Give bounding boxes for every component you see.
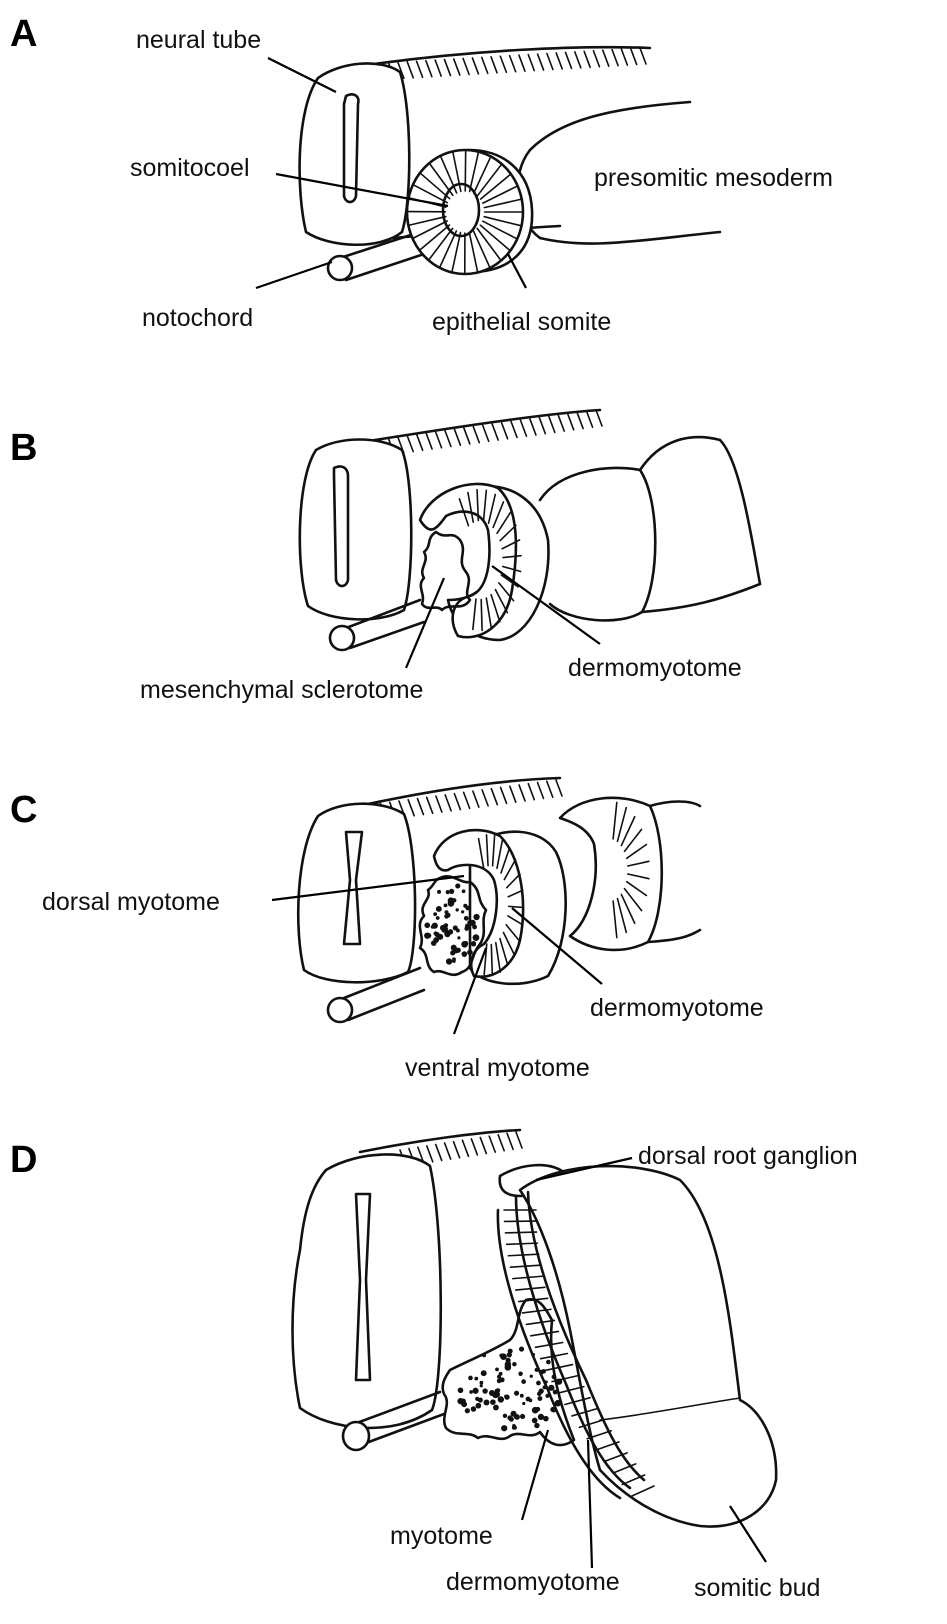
notochord-shape-b — [330, 626, 354, 650]
neural-tube-shape-b — [300, 440, 411, 620]
panel-d-letter: D — [10, 1139, 37, 1181]
panel-a-letter: A — [10, 13, 37, 55]
panel-d: D dorsal root ganglion myotome dermomyot… — [10, 1130, 858, 1602]
label-epithelial-somite: epithelial somite — [432, 308, 611, 336]
neural-tube-shape-a — [300, 63, 410, 244]
label-somitocoel: somitocoel — [130, 154, 250, 182]
label-somitic-bud: somitic bud — [694, 1574, 820, 1602]
label-dermomyotome-d: dermomyotome — [446, 1568, 620, 1596]
notochord-shape-c — [328, 998, 352, 1022]
panel-a: A neural tube somitocoel presomitic meso… — [10, 13, 833, 336]
label-dorsal-root-ganglion: dorsal root ganglion — [638, 1142, 858, 1170]
next-somite-shape-c — [560, 798, 662, 950]
panel-c-letter: C — [10, 789, 37, 831]
notochord-shape-d — [343, 1422, 369, 1450]
epithelial-somite-shape-a — [407, 150, 532, 274]
label-notochord: notochord — [142, 304, 253, 332]
label-presomitic-mesoderm: presomitic mesoderm — [594, 164, 833, 192]
panel-c: C dorsal myotome dermomyotome vent — [10, 778, 764, 1082]
label-myotome: myotome — [390, 1522, 493, 1550]
label-dermomyotome-c: dermomyotome — [590, 994, 764, 1022]
label-dorsal-myotome: dorsal myotome — [42, 888, 220, 916]
label-ventral-myotome: ventral myotome — [405, 1054, 590, 1082]
panel-b-letter: B — [10, 427, 37, 469]
panel-b: B mesenchymal sclerotome dermomyotome — [10, 410, 760, 704]
dermomyotome-shape-b — [420, 484, 548, 640]
label-mesenchymal-sclerotome: mesenchymal sclerotome — [140, 676, 423, 704]
label-neural-tube: neural tube — [136, 26, 261, 54]
notochord-shape-a — [328, 256, 352, 280]
somitic-bud-shape — [520, 1166, 776, 1526]
label-dermomyotome-b: dermomyotome — [568, 654, 742, 682]
